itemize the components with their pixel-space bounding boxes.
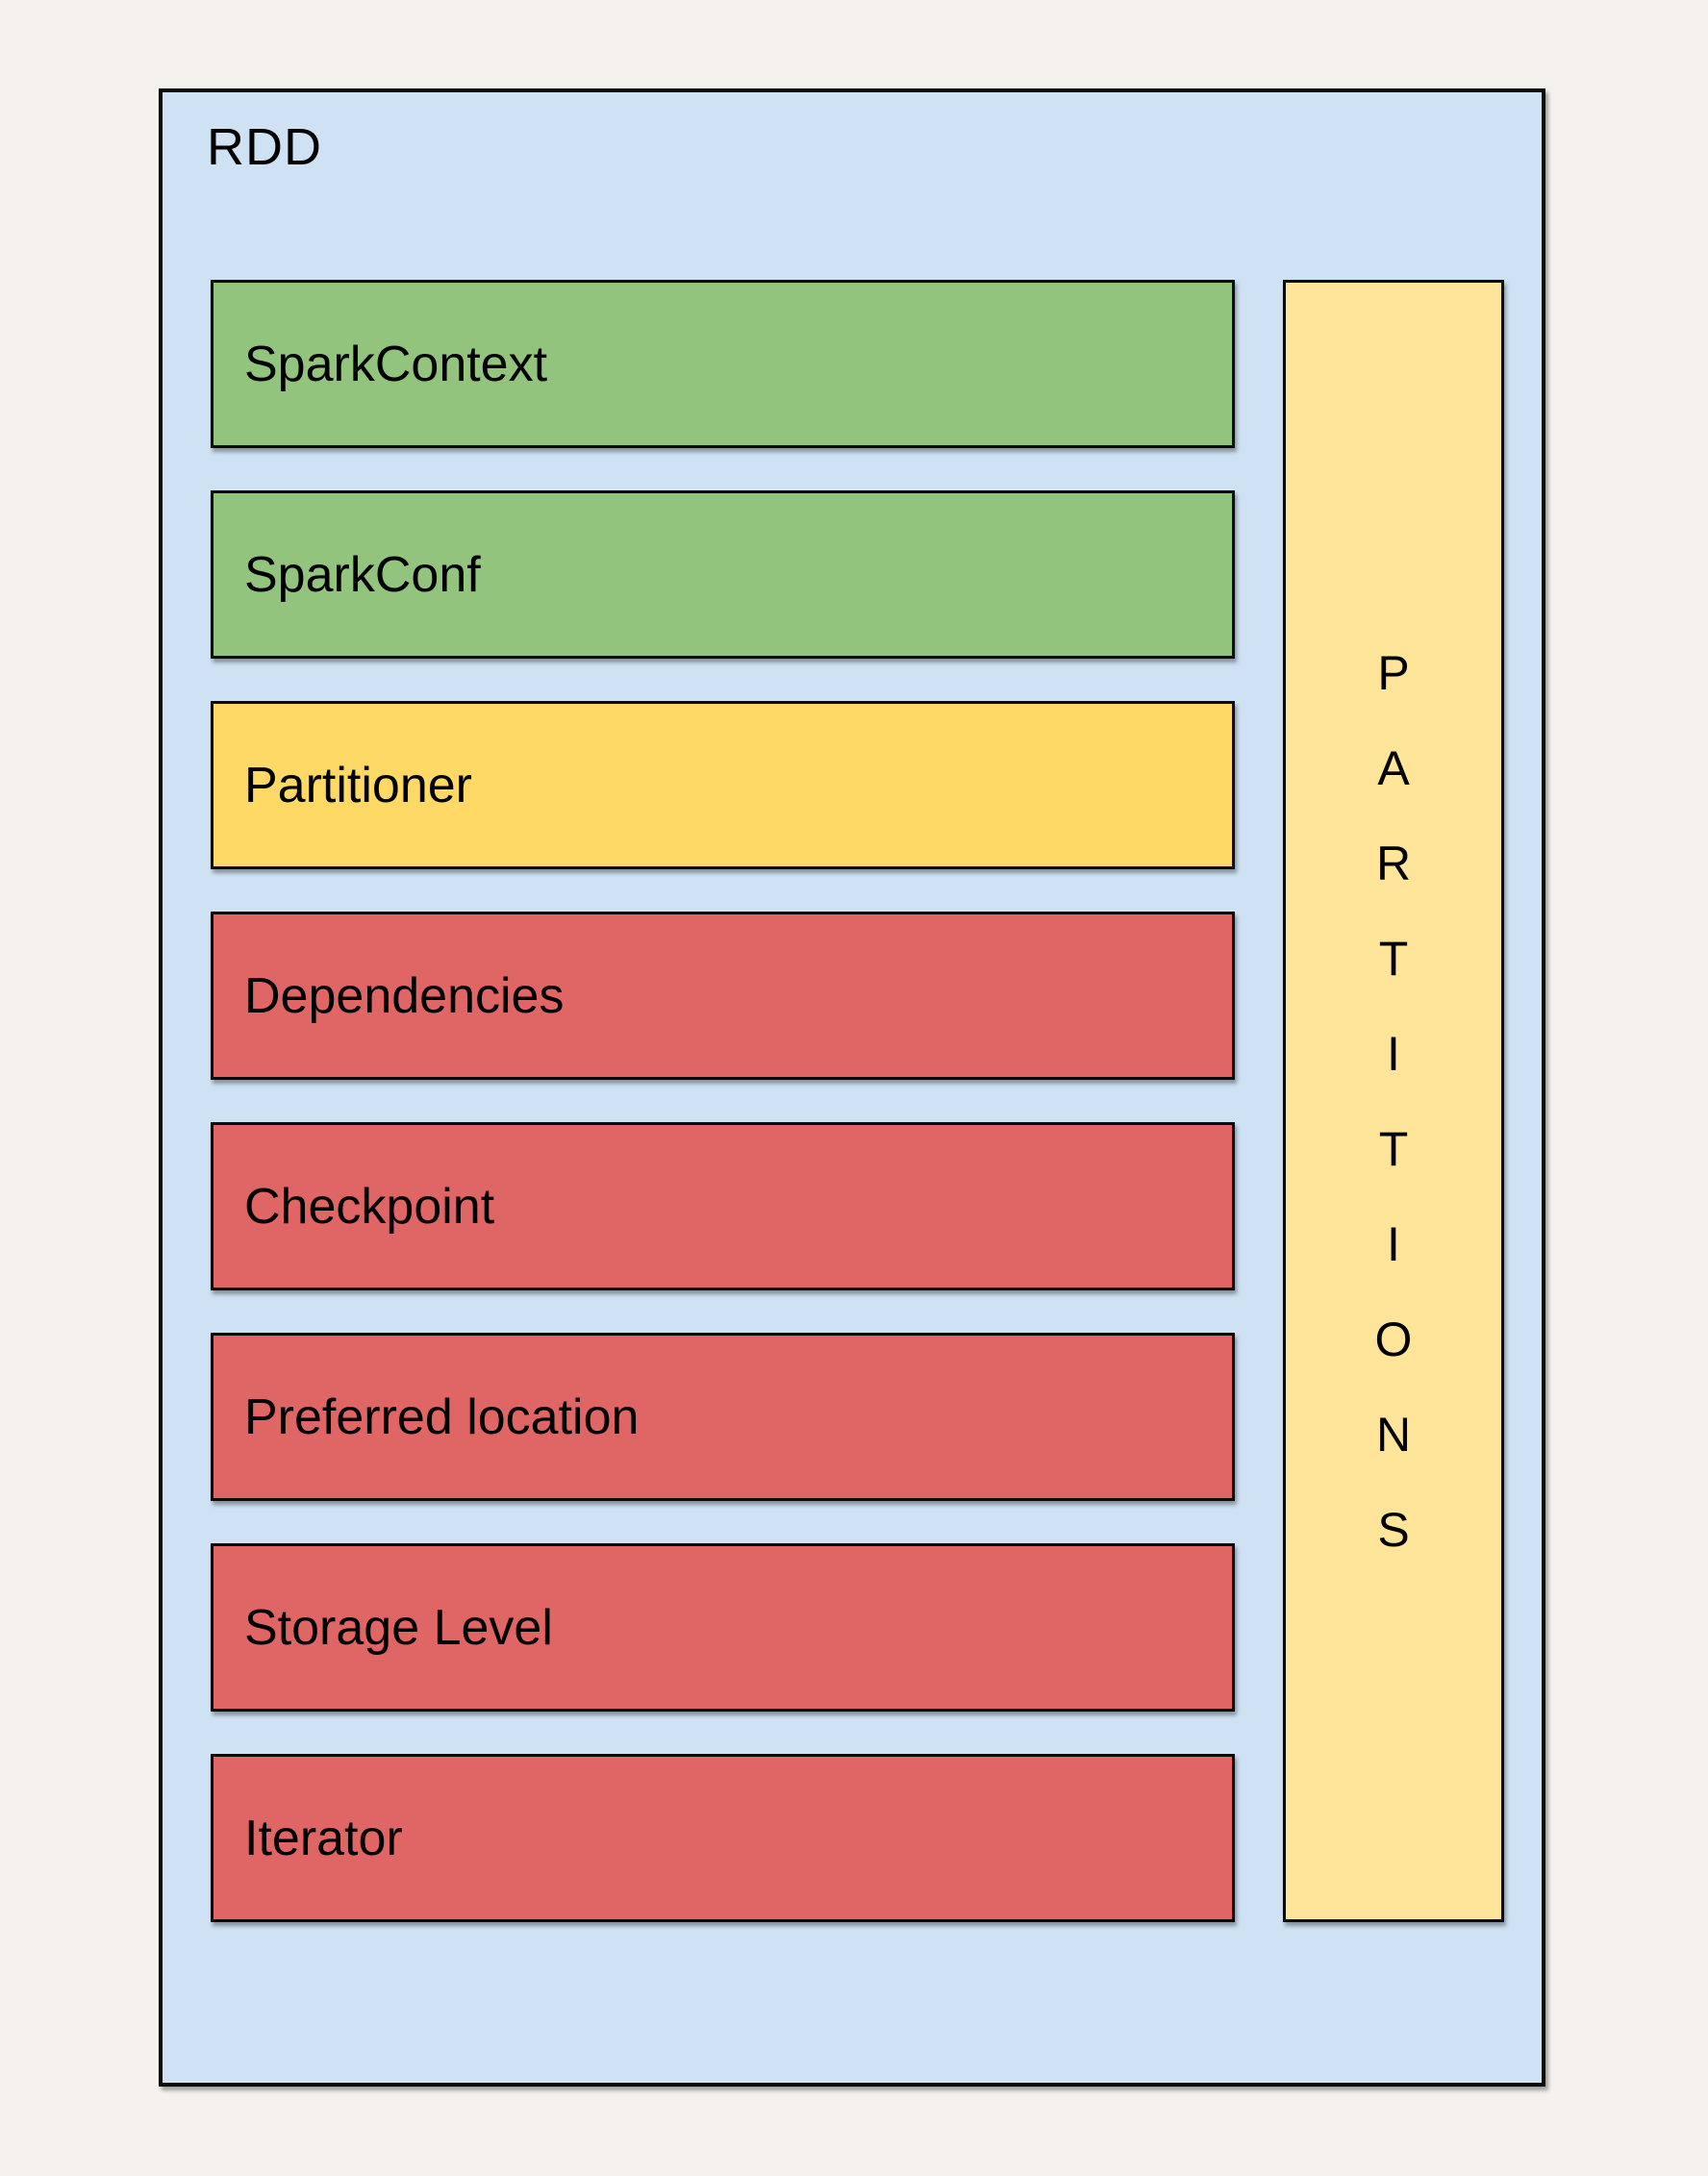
partitions-letter: T — [1378, 1121, 1409, 1176]
partitions-letter: O — [1374, 1312, 1413, 1366]
row-checkpoint: Checkpoint — [211, 1122, 1235, 1290]
row-storage-level-label: Storage Level — [244, 1599, 553, 1656]
rdd-content: SparkContext SparkConf Partitioner Depen… — [211, 280, 1504, 1922]
row-iterator: Iterator — [211, 1754, 1235, 1922]
row-partitioner: Partitioner — [211, 701, 1235, 869]
row-sparkcontext-label: SparkContext — [244, 336, 548, 392]
partitions-letter: P — [1377, 645, 1410, 700]
row-dependencies-label: Dependencies — [244, 967, 565, 1024]
row-partitioner-label: Partitioner — [244, 757, 472, 813]
row-storage-level: Storage Level — [211, 1543, 1235, 1712]
row-preferred-location: Preferred location — [211, 1333, 1235, 1501]
rdd-rows: SparkContext SparkConf Partitioner Depen… — [211, 280, 1235, 1922]
row-sparkconf: SparkConf — [211, 490, 1235, 659]
row-sparkconf-label: SparkConf — [244, 546, 481, 603]
partitions-letter: N — [1375, 1407, 1412, 1462]
partitions-column: P A R T I T I O N S — [1283, 280, 1504, 1922]
partitions-letter: T — [1378, 931, 1409, 986]
row-preferred-location-label: Preferred location — [244, 1388, 640, 1445]
partitions-letter: A — [1377, 740, 1410, 795]
partitions-letter: I — [1387, 1026, 1400, 1081]
partitions-letter: I — [1387, 1216, 1400, 1271]
row-checkpoint-label: Checkpoint — [244, 1178, 495, 1235]
row-dependencies: Dependencies — [211, 912, 1235, 1080]
row-sparkcontext: SparkContext — [211, 280, 1235, 448]
rdd-title: RDD — [207, 118, 322, 176]
row-iterator-label: Iterator — [244, 1810, 403, 1866]
partitions-letter: S — [1377, 1502, 1410, 1557]
partitions-letter: R — [1375, 836, 1412, 890]
rdd-container: RDD SparkContext SparkConf Partitioner D… — [159, 88, 1545, 2087]
